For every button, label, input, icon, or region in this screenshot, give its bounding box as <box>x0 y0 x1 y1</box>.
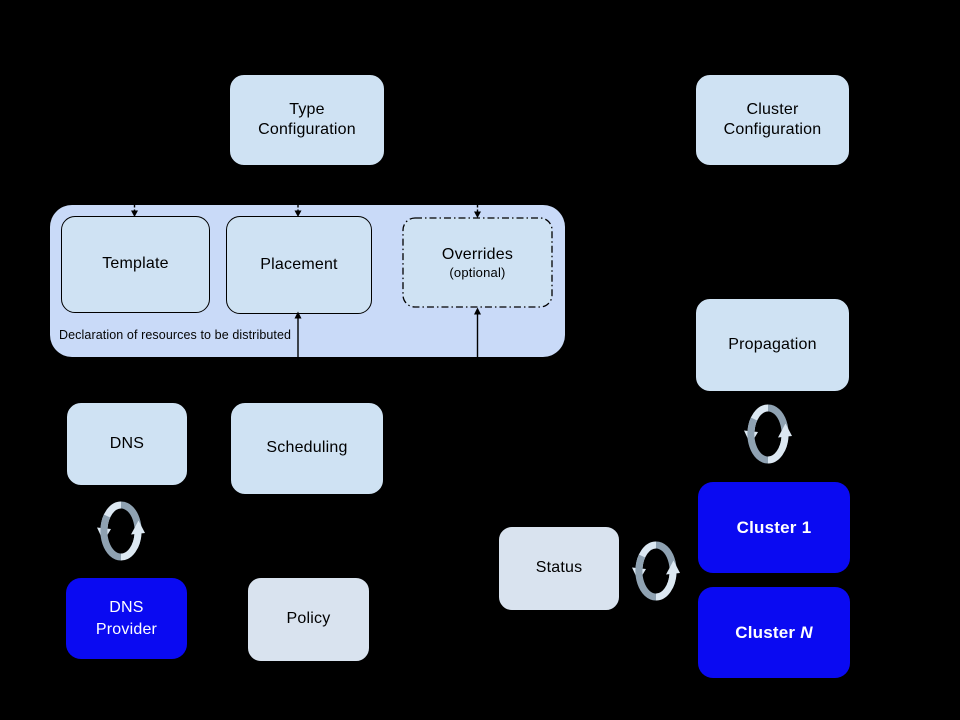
arrowhead-up-overrides <box>474 307 481 315</box>
propagation-node: Propagation <box>695 298 850 392</box>
resource-declaration-group: Template Placement Overrides (optional) … <box>50 205 565 357</box>
dash-dot-border <box>402 217 553 308</box>
dns-provider-label-line2: Provider <box>95 620 158 638</box>
group-caption: Declaration of resources to be distribut… <box>59 328 292 342</box>
propagation-label: Propagation <box>728 335 817 353</box>
policy-label: Policy <box>286 610 331 628</box>
template-label: Template <box>102 255 169 273</box>
overrides-node: Overrides (optional) <box>402 217 553 308</box>
status-label: Status <box>535 559 583 577</box>
dns-sync-icon <box>97 501 145 561</box>
type-configuration-label-line2: Configuration <box>258 121 356 138</box>
cluster-configuration-node: Cluster Configuration <box>695 74 850 166</box>
status-sync-icon <box>632 541 680 601</box>
type-configuration-label-line1: Type <box>289 100 325 118</box>
template-node: Template <box>61 216 210 313</box>
placement-label: Placement <box>260 255 338 273</box>
policy-node: Policy <box>247 577 370 662</box>
dns-provider-label-line1: DNS <box>109 598 144 616</box>
overrides-label: Overrides <box>441 246 514 264</box>
cluster-configuration-label-line1: Cluster <box>746 100 799 118</box>
propagation-sync-icon <box>744 404 792 464</box>
scheduling-label: Scheduling <box>266 439 348 457</box>
dns-provider-node: DNS Provider <box>66 578 187 659</box>
status-node: Status <box>498 526 620 611</box>
cluster-configuration-label-line2: Configuration <box>723 121 822 138</box>
scheduling-node: Scheduling <box>230 402 384 495</box>
placement-node: Placement <box>226 216 372 314</box>
dns-node: DNS <box>66 402 188 486</box>
dns-label: DNS <box>109 434 145 452</box>
type-configuration-node: Type Configuration <box>229 74 385 166</box>
overrides-sublabel: (optional) <box>449 264 506 280</box>
